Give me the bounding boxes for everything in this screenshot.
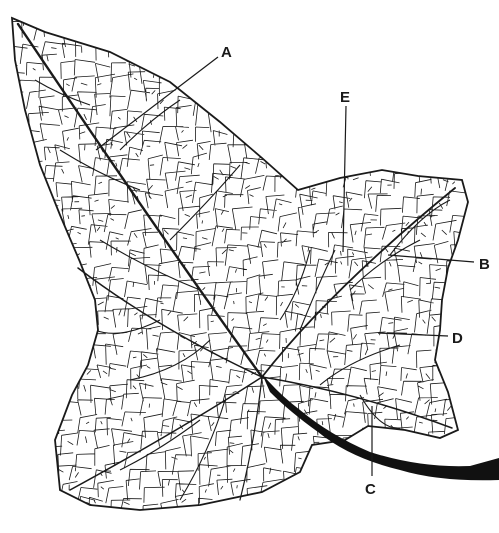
label-a: A [221, 44, 232, 61]
label-d: D [452, 330, 463, 347]
label-e: E [340, 89, 350, 106]
label-b: B [479, 256, 490, 273]
label-c: C [365, 481, 376, 498]
